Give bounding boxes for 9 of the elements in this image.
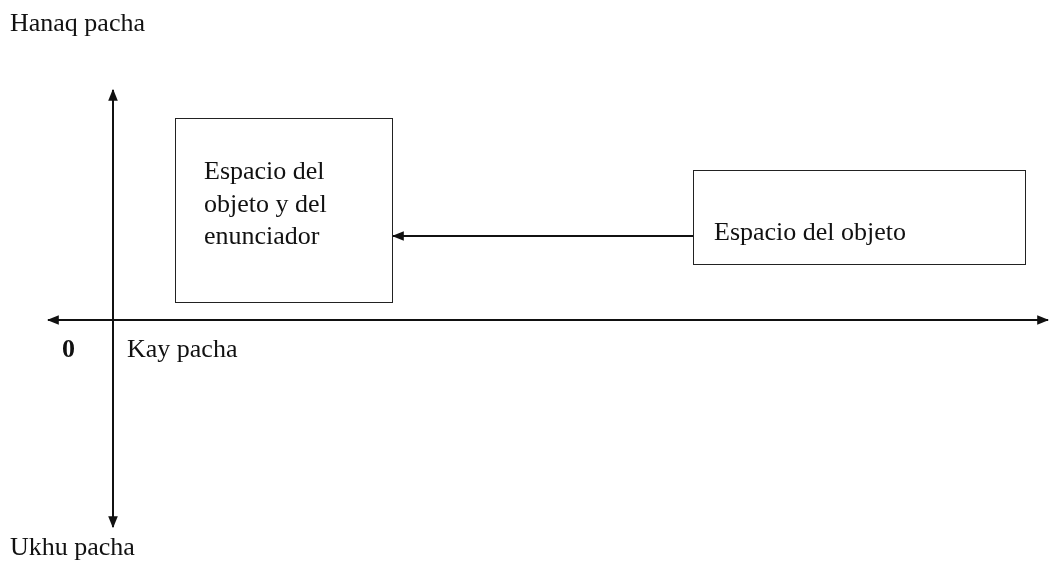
axis-label: Hanaq pacha xyxy=(10,8,145,38)
origin-label: 0 xyxy=(62,334,75,364)
arrow xyxy=(391,231,694,241)
axis-label: Ukhu pacha xyxy=(10,532,135,562)
axis-label: Kay pacha xyxy=(127,334,238,364)
text-box xyxy=(693,170,1026,265)
box-text: Espacio del objeto xyxy=(714,216,908,248)
box-text: Espacio del objeto y del enunciador xyxy=(204,155,328,252)
text-box xyxy=(175,118,393,303)
